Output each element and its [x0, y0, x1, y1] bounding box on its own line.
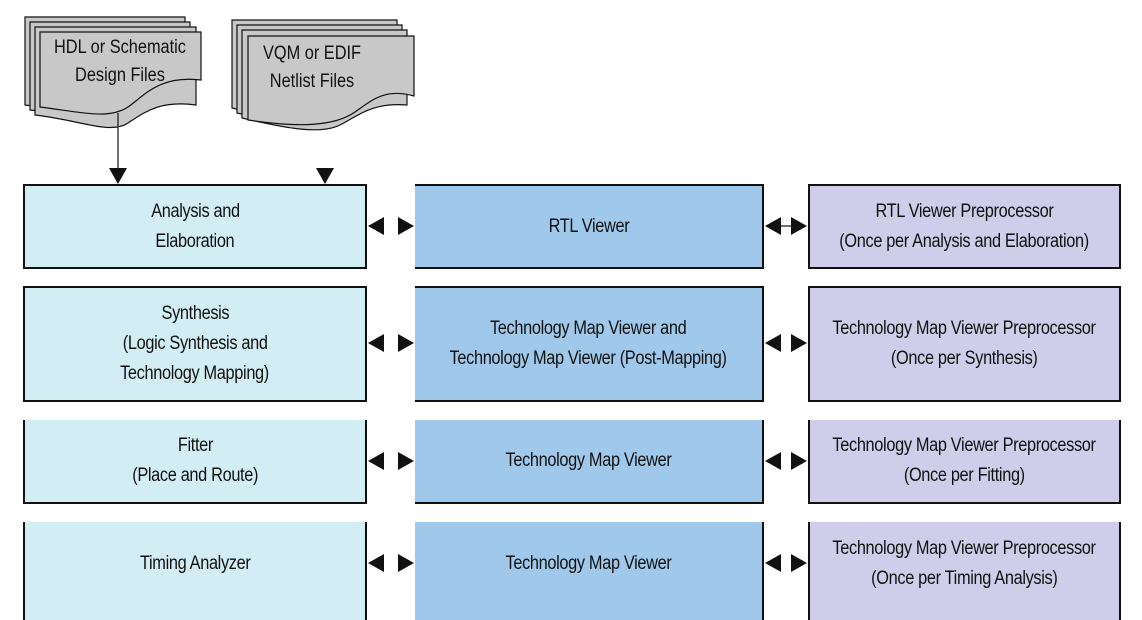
box-text: (Once per Fitting)	[904, 465, 1025, 486]
arrow-down-icon	[109, 168, 127, 184]
box-text: (Place and Route)	[132, 465, 258, 486]
arrow-right-icon	[398, 217, 414, 235]
stage-timing-analyzer: Timing Analyzer	[23, 522, 367, 606]
preprocessor-fitting: Technology Map Viewer Preprocessor (Once…	[808, 420, 1121, 504]
stage-timing-analyzer-extension	[23, 600, 367, 620]
box-text: Technology Map Viewer	[505, 553, 672, 574]
box-text: Timing Analyzer	[139, 553, 251, 574]
arrow-left-icon	[368, 217, 384, 235]
netlist-files-document-stack	[231, 19, 415, 131]
box-text: Technology Map Viewer	[505, 450, 672, 471]
arrow-left-icon	[765, 334, 781, 352]
box-text: Synthesis	[161, 303, 229, 324]
arrow-right-icon	[791, 452, 807, 470]
box-text: (Once per Synthesis)	[891, 348, 1038, 369]
box-text: Technology Map Viewer (Post-Mapping)	[449, 348, 728, 369]
preprocessor-synthesis: Technology Map Viewer Preprocessor (Once…	[808, 286, 1121, 402]
box-text: Technology Mapping)	[120, 363, 270, 384]
hdl-files-label: HDL or Schematic Design Files	[40, 34, 200, 90]
arrow-left-icon	[368, 452, 384, 470]
arrow-right-icon	[398, 334, 414, 352]
hdl-files-label-line: HDL or Schematic	[54, 37, 186, 58]
arrow-right-icon	[791, 217, 807, 235]
box-text: Fitter	[177, 435, 213, 456]
viewer-technology-map-fitter: Technology Map Viewer	[415, 420, 764, 504]
netlist-files-label-line: VQM or EDIF	[262, 43, 362, 64]
stage-synthesis: Synthesis (Logic Synthesis and Technolog…	[23, 286, 367, 402]
hdl-files-label-line: Design Files	[75, 65, 165, 86]
hdl-files-document-stack	[24, 16, 202, 129]
document-page	[39, 31, 202, 115]
preprocessor-timing-analysis: Technology Map Viewer Preprocessor (Once…	[808, 522, 1121, 606]
document-page	[247, 35, 415, 126]
arrow-right-icon	[791, 334, 807, 352]
viewer-technology-map-timing: Technology Map Viewer	[415, 522, 764, 606]
arrow-left-icon	[368, 334, 384, 352]
box-text: (Once per Timing Analysis)	[871, 568, 1058, 589]
box-text: Technology Map Viewer and	[490, 318, 687, 339]
preprocessor-timing-extension	[808, 600, 1121, 620]
netlist-files-label-line: Netlist Files	[269, 71, 355, 92]
arrow-down-icon	[316, 168, 334, 184]
arrow-left-icon	[765, 554, 781, 572]
box-text: Technology Map Viewer Preprocessor	[832, 318, 1097, 339]
box-text: Technology Map Viewer Preprocessor	[832, 538, 1097, 559]
box-text: Technology Map Viewer Preprocessor	[832, 435, 1097, 456]
arrow-left-icon	[765, 217, 781, 235]
box-text: (Logic Synthesis and	[122, 333, 268, 354]
arrow-left-icon	[765, 452, 781, 470]
arrow-right-icon	[398, 554, 414, 572]
box-text: (Once per Analysis and Elaboration)	[839, 230, 1090, 252]
box-text: Analysis and	[150, 200, 240, 222]
arrow-left-icon	[368, 554, 384, 572]
box-text: Elaboration	[155, 230, 235, 252]
viewer-technology-map-post-mapping: Technology Map Viewer and Technology Map…	[415, 286, 764, 402]
arrow-right-icon	[398, 452, 414, 470]
viewer-timing-extension	[415, 600, 764, 620]
box-text: RTL Viewer	[548, 215, 629, 237]
arrow-right-icon	[791, 554, 807, 572]
viewer-rtl: RTL Viewer	[415, 184, 764, 269]
stage-fitter: Fitter (Place and Route)	[23, 420, 367, 504]
stage-analysis-elaboration: Analysis and Elaboration	[23, 184, 367, 269]
preprocessor-rtl: RTL Viewer Preprocessor (Once per Analys…	[808, 184, 1121, 269]
netlist-files-label: VQM or EDIF Netlist Files	[232, 40, 392, 96]
box-text: RTL Viewer Preprocessor	[875, 200, 1054, 222]
